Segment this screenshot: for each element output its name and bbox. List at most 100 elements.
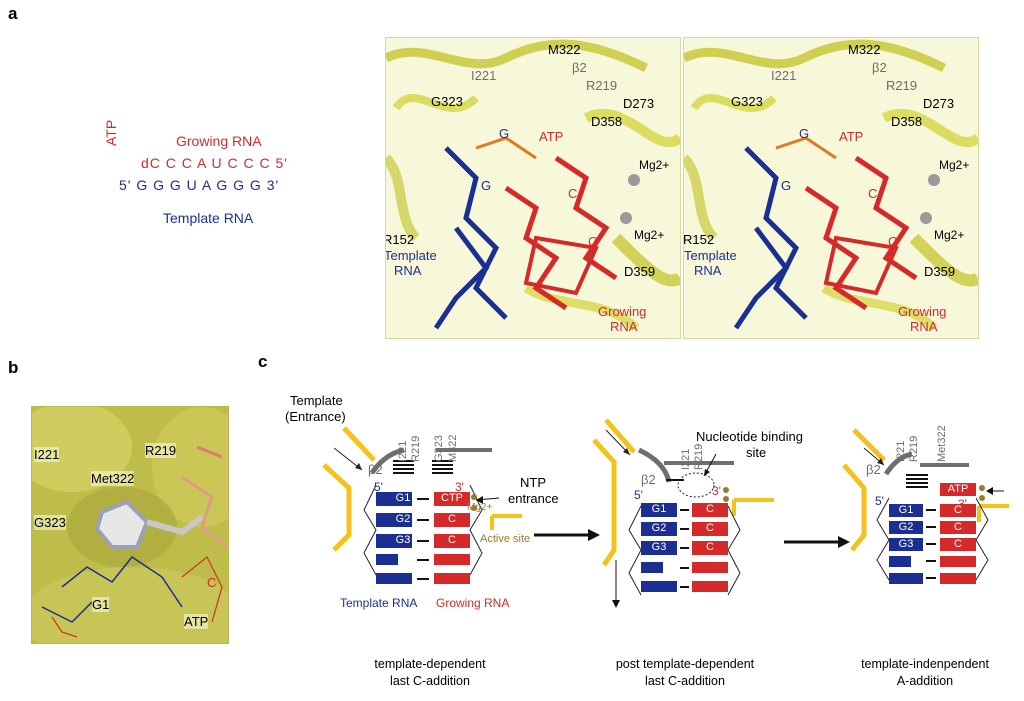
s2-beta2: β2 xyxy=(641,472,656,487)
caption-state-3-line-1: template-indenpendent xyxy=(861,657,989,671)
s2-base-g3: C xyxy=(706,541,714,553)
left-label-b2: β2 xyxy=(572,60,587,75)
caption-state-1: template-dependent last C-addition xyxy=(355,656,505,690)
right-label-mg-1: Mg2+ xyxy=(939,158,970,172)
s1-beta2: β2 xyxy=(368,462,383,477)
legend-template-rna: Template RNA xyxy=(340,596,418,610)
s2-residue-i221: I221 xyxy=(680,448,692,470)
right-label-m322: M322 xyxy=(848,42,881,57)
b-label-atp: ATP xyxy=(184,614,209,629)
b-label-i221: I221 xyxy=(34,447,60,462)
left-label-d359: D359 xyxy=(624,264,656,279)
structure-right-art xyxy=(684,38,978,338)
s2-base-t3: G3 xyxy=(651,541,667,553)
left-label-template-1: Template xyxy=(385,248,437,263)
panel-b-letter: b xyxy=(8,358,19,377)
template-rna-title: Template RNA xyxy=(163,210,254,226)
left-label-d273: D273 xyxy=(623,96,655,111)
right-label-b2: β2 xyxy=(872,60,887,75)
right-label-atp: ATP xyxy=(839,129,864,144)
left-label-mg-2: Mg2+ xyxy=(634,228,665,242)
surface-structure: I221 R219 Met322 G323 C G1 ATP xyxy=(31,406,229,644)
s1-residue-m322: M322 xyxy=(447,434,459,462)
right-label-template-2: RNA xyxy=(694,263,722,278)
state-3 xyxy=(842,428,1009,584)
ntp-entrance-label-1: NTP xyxy=(520,475,546,490)
caption-state-2-line-2: last C-addition xyxy=(645,674,725,688)
s2-base-g1: C xyxy=(706,503,714,515)
s1-base-g3: C xyxy=(448,534,456,546)
caption-state-2: post template-dependent last C-addition xyxy=(585,656,785,690)
left-label-atp: ATP xyxy=(539,129,564,144)
s1-residue-g323: G323 xyxy=(433,435,445,462)
right-label-g-top: G xyxy=(799,126,810,141)
right-label-growing-2: RNA xyxy=(910,319,938,334)
stereo-structure-right: M322 I221 β2 R219 G323 D273 D358 ATP G G… xyxy=(683,37,979,339)
s2-three-prime: 3' xyxy=(712,484,721,498)
template-entrance-label-2: (Entrance) xyxy=(285,409,346,424)
right-label-c2: C xyxy=(888,234,898,249)
right-label-d359: D359 xyxy=(924,264,956,279)
s1-base-t2: G2 xyxy=(395,513,411,525)
structure-left-art xyxy=(386,38,680,338)
growing-rna-sequence: dC C C A U C C C 5' xyxy=(141,155,288,171)
legend-growing-rna: Growing RNA xyxy=(436,596,510,610)
left-label-g323: G323 xyxy=(431,94,463,109)
s2-five-prime: 5' xyxy=(634,488,643,502)
ntp-entrance-label-2: entrance xyxy=(508,491,559,506)
s3-base-g2: C xyxy=(954,504,962,516)
s3-base-g1: ATP xyxy=(947,483,969,495)
nucleotide-binding-label-1: Nucleotide binding xyxy=(696,429,803,444)
template-rna-sequence: 5' G G G U A G G G 3' xyxy=(119,177,280,193)
panel-c-letter: c xyxy=(258,352,268,371)
panel-a-letter: a xyxy=(8,4,18,23)
s3-base-g3: C xyxy=(954,521,962,533)
b-label-g323: G323 xyxy=(34,515,66,530)
surface-art xyxy=(32,407,228,643)
left-label-growing-2: RNA xyxy=(610,319,638,334)
b-label-met322: Met322 xyxy=(91,471,135,486)
s3-residue-met322: Met322 xyxy=(936,425,948,462)
s1-mg-label: Mg2+ xyxy=(467,502,493,513)
s2-base-g2: C xyxy=(706,522,714,534)
s3-three-prime: 3' xyxy=(958,497,967,511)
s3-residue-i221: I221 xyxy=(895,440,907,462)
s1-residue-i221: I221 xyxy=(397,440,409,462)
left-label-c2: C xyxy=(588,234,598,249)
s1-base-g1: CTP xyxy=(441,492,463,504)
caption-state-3-line-2: A-addition xyxy=(896,674,954,688)
left-label-g-mid: G xyxy=(481,178,492,193)
right-label-mg-2: Mg2+ xyxy=(934,228,965,242)
s2-base-t2: G2 xyxy=(651,522,667,534)
s3-five-prime: 5' xyxy=(875,494,884,508)
s3-base-t2: G2 xyxy=(898,521,914,533)
b-label-c: C xyxy=(207,575,217,590)
s1-base-t1: G1 xyxy=(395,492,411,504)
left-label-template-2: RNA xyxy=(394,263,422,278)
right-label-growing-1: Growing xyxy=(898,304,947,319)
caption-state-2-line-1: post template-dependent xyxy=(615,657,755,671)
s1-three-prime: 3' xyxy=(455,480,464,494)
right-label-r152: R152 xyxy=(683,232,715,247)
left-label-i221: I221 xyxy=(471,68,497,83)
nucleotide-binding-label-2: site xyxy=(746,445,767,460)
b-label-r219: R219 xyxy=(145,443,177,458)
right-label-c1: C xyxy=(868,186,878,201)
right-label-template-1: Template xyxy=(684,248,737,263)
left-label-r219: R219 xyxy=(586,78,618,93)
s1-base-g2: C xyxy=(448,513,456,525)
s3-base-t1: G1 xyxy=(898,504,914,516)
left-label-m322: M322 xyxy=(548,42,581,57)
b-label-g1: G1 xyxy=(92,597,110,612)
right-label-d358: D358 xyxy=(891,114,923,129)
left-label-c1: C xyxy=(568,186,578,201)
right-label-i221: I221 xyxy=(771,68,797,83)
right-label-g-mid: G xyxy=(781,178,792,193)
left-label-mg-1: Mg2+ xyxy=(639,158,670,172)
caption-state-1-line-2: last C-addition xyxy=(390,674,470,688)
caption-state-3: template-indenpendent A-addition xyxy=(845,656,1005,690)
state-2 xyxy=(592,418,850,608)
right-label-g323: G323 xyxy=(731,94,763,109)
left-label-growing-1: Growing xyxy=(598,304,647,319)
s1-residue-r219: R219 xyxy=(410,435,422,462)
